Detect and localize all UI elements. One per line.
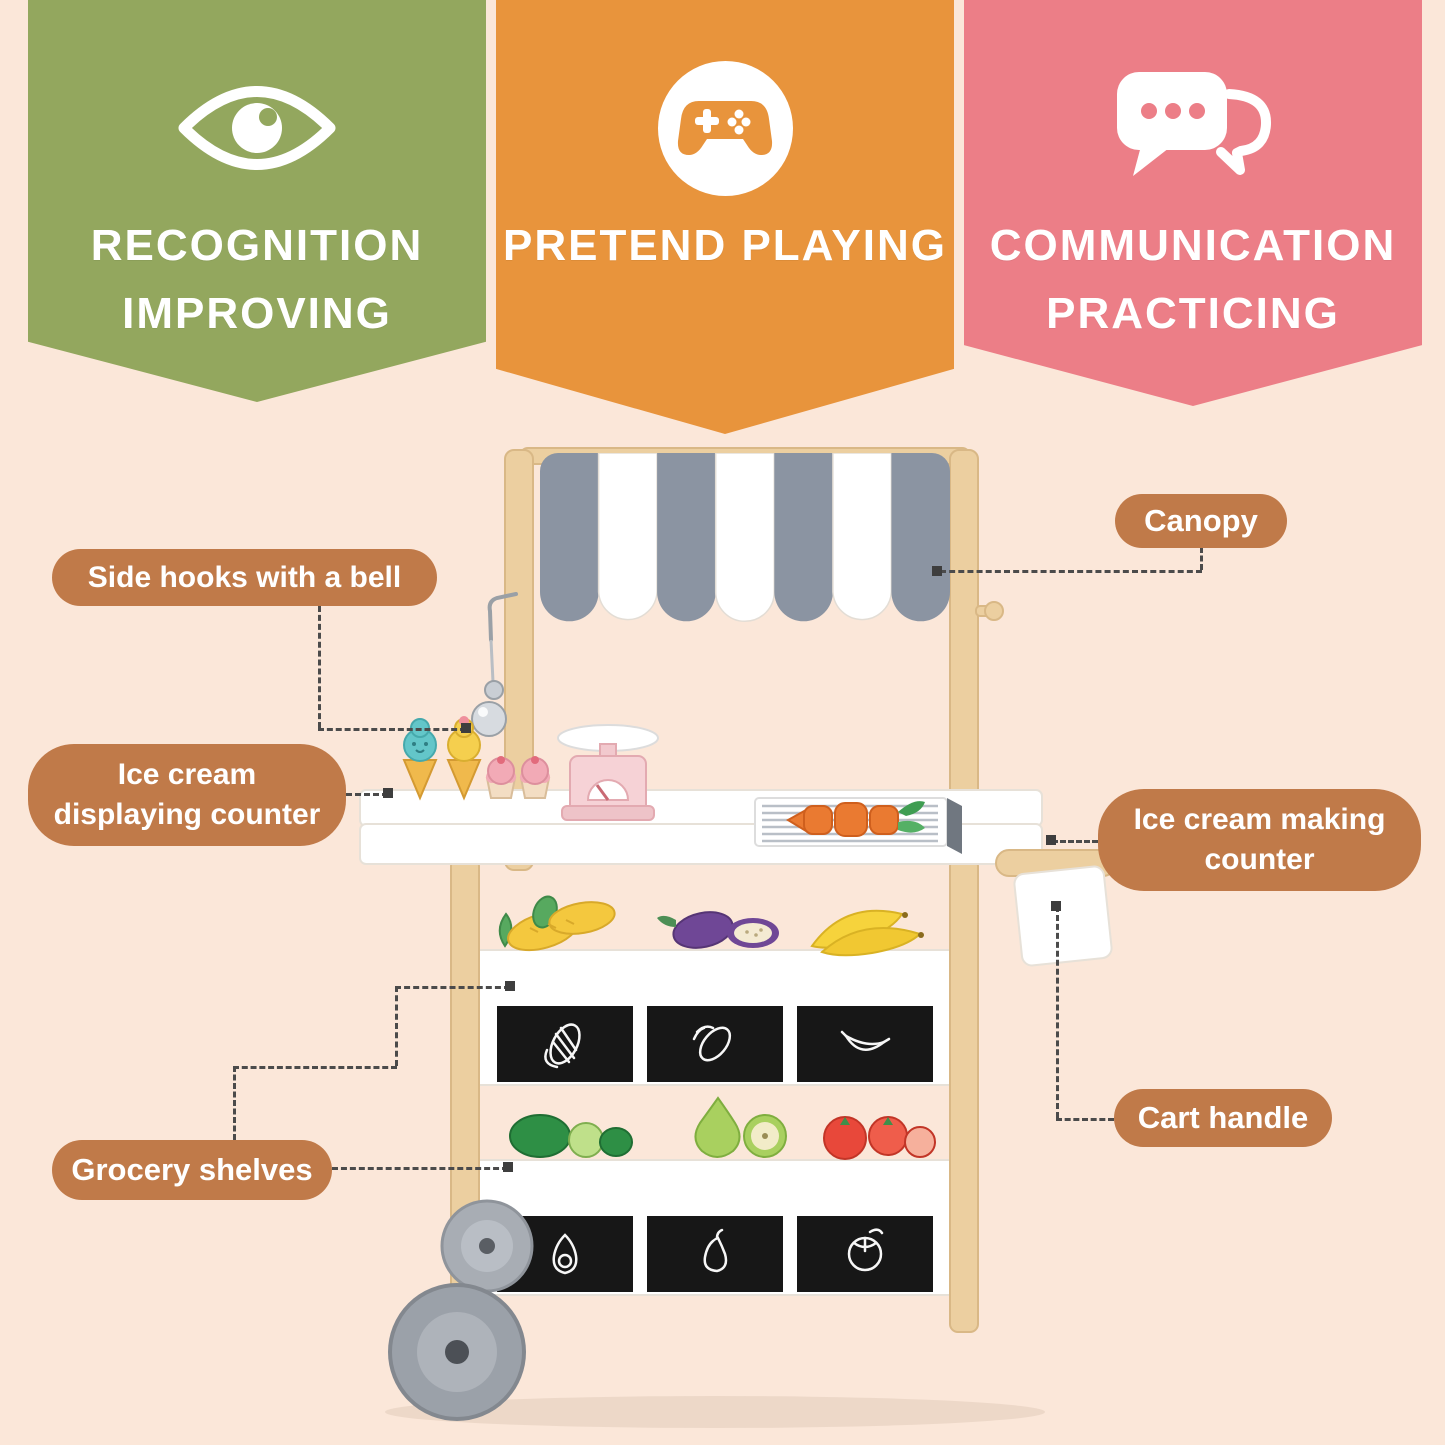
toy-tomatoes (823, 1116, 936, 1160)
canopy-label: Canopy (1115, 494, 1287, 548)
chalk-banana-icon (840, 1030, 891, 1051)
eye-icon (178, 86, 336, 170)
ground-shadow (385, 1396, 1045, 1428)
banner-pretend-line1: PRETEND PLAYING (502, 221, 947, 270)
connector-cart-handle (1056, 906, 1059, 1118)
game-controller-icon-wrap (657, 58, 793, 198)
chalk-corn-icon (544, 1023, 581, 1069)
ice-cream-making-label: Ice cream making counter (1098, 789, 1421, 891)
banner-communication-text: COMMUNICATION PRACTICING (990, 212, 1396, 348)
connector-ice-display (346, 793, 388, 796)
chalkboard-panel (797, 1216, 933, 1292)
connector-ice-making (1052, 840, 1098, 843)
cart-handle-part (995, 849, 1117, 967)
chalk-orange-icon (847, 1228, 884, 1272)
connector-endpoint-ice-making (1046, 835, 1056, 845)
ice-cream-making-line2: counter (1204, 843, 1315, 876)
banner-communication-line1: COMMUNICATION (989, 221, 1397, 270)
connector-endpoint-canopy (932, 566, 942, 576)
canopy-awning (540, 453, 950, 622)
grocery-shelves-label-text: Grocery shelves (71, 1151, 313, 1187)
chat-bubbles-icon (1117, 72, 1271, 176)
side-hooks-label-text: Side hooks with a bell (87, 560, 402, 594)
grocery-shelves (478, 949, 952, 1296)
grocery-shelves-label: Grocery shelves (52, 1140, 332, 1200)
toy-eggplant (657, 911, 779, 949)
toy-carrot (786, 801, 925, 837)
banner-recognition-line1: RECOGNITION (90, 221, 424, 270)
ice-cream-display-line2: displaying counter (53, 798, 321, 831)
connector-endpoint-grocery-shelf1 (505, 981, 515, 991)
connector-grocery-shelf1 (233, 1066, 236, 1140)
banner-recognition: RECOGNITION IMPROVING (28, 0, 486, 402)
cart-handle-label: Cart handle (1114, 1089, 1332, 1147)
making-counter (754, 797, 962, 854)
eye-icon-wrap (172, 58, 342, 198)
banner-pretend-text: PRETEND PLAYING (503, 212, 947, 280)
ice-cream-display-label: Ice cream displaying counter (28, 744, 346, 846)
icon-circle (657, 60, 793, 196)
chat-bubbles-icon-wrap (1103, 58, 1283, 198)
toy-corn (498, 895, 616, 952)
banner-communication: COMMUNICATION PRACTICING (964, 0, 1422, 406)
rear-wheel (440, 1199, 534, 1293)
side-hook-bell (471, 592, 518, 737)
game-controller-icon (677, 101, 773, 155)
chalk-pear-icon (703, 1228, 728, 1273)
connector-endpoint-grocery-shelf2 (503, 1162, 513, 1172)
connector-grocery-shelf1 (395, 986, 398, 1066)
connector-endpoint-cart-handle (1051, 901, 1061, 911)
banner-recognition-line2: IMPROVING (122, 289, 392, 339)
connector-grocery-shelf1 (233, 1066, 397, 1069)
toy-green-vegetable (509, 1114, 633, 1158)
ice-cream-display (402, 716, 551, 801)
chalk-avocado-icon (552, 1233, 578, 1275)
connector-cart-handle (1056, 1118, 1114, 1121)
ice-cream-making-line1: Ice cream making (1133, 803, 1386, 837)
ice-cream-display-line1: Ice cream (117, 758, 257, 792)
connector-grocery-shelf2 (332, 1167, 508, 1170)
connector-endpoint-ice-display (383, 788, 393, 798)
connector-grocery-shelf1 (395, 986, 510, 989)
connector-side-hooks (318, 728, 466, 731)
connector-canopy (940, 570, 1202, 573)
chalk-eggplant-icon (692, 1025, 732, 1062)
canopy-label-text: Canopy (1144, 502, 1258, 538)
banner-recognition-text: RECOGNITION IMPROVING (91, 212, 423, 348)
front-wheel (388, 1283, 526, 1421)
banner-pretend: PRETEND PLAYING (496, 0, 954, 434)
connector-endpoint-side-hooks (461, 723, 471, 733)
toy-bananas (810, 909, 924, 957)
connector-side-hooks (318, 606, 321, 728)
chalkboard-panel (647, 1006, 783, 1082)
toy-pear (694, 1096, 787, 1158)
scale-toy (557, 724, 659, 821)
connector-canopy (1200, 547, 1203, 570)
banner-communication-line2: PRACTICING (1046, 289, 1340, 339)
cart-handle-label-text: Cart handle (1137, 1099, 1309, 1135)
chalkboard-panel (647, 1216, 783, 1292)
side-hooks-label: Side hooks with a bell (52, 549, 437, 606)
